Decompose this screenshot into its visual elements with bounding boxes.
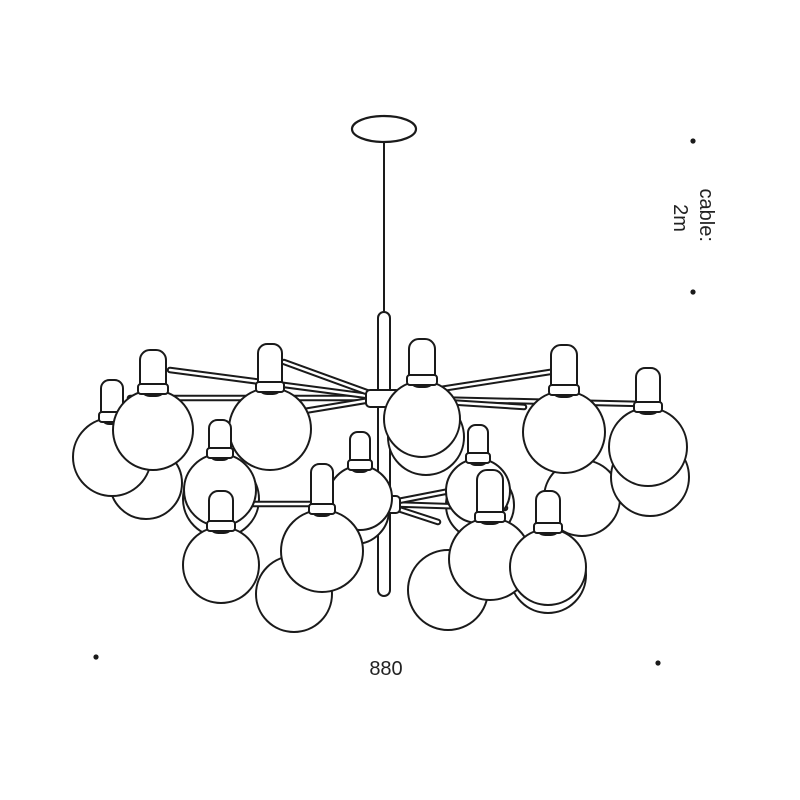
- cable-dimension-bottom-marker: [690, 289, 696, 295]
- socket-collar: [465, 452, 491, 464]
- lamp-socket: [476, 469, 504, 525]
- lamp: [280, 463, 364, 593]
- cable-dimension-top-marker: [690, 138, 696, 144]
- central-stem: [377, 311, 391, 597]
- socket-collar: [137, 383, 169, 395]
- ceiling-canopy: [350, 114, 418, 144]
- globe-bulb: [182, 526, 260, 604]
- globe-bulb: [608, 407, 688, 487]
- socket-collar: [633, 401, 663, 413]
- socket-collar: [548, 384, 580, 396]
- globe-bulb: [228, 387, 312, 471]
- lamp: [383, 338, 461, 458]
- globe-bulb: [509, 528, 587, 606]
- globe-bulb: [280, 509, 364, 593]
- socket-collar: [255, 381, 285, 393]
- socket-collar: [474, 511, 506, 523]
- lamp: [228, 343, 312, 471]
- lamp: [448, 469, 532, 601]
- socket-collar: [406, 374, 438, 386]
- cable-label-line1: cable:: [695, 189, 717, 242]
- front-lamps: [72, 338, 688, 606]
- cable-label-line2: 2m: [669, 204, 691, 232]
- width-dimension-left-marker: [93, 654, 99, 660]
- lamp: [522, 344, 606, 474]
- lamp: [327, 431, 393, 531]
- globe-bulb: [383, 380, 461, 458]
- width-dimension-label: 880: [369, 658, 402, 680]
- socket-collar: [533, 522, 563, 534]
- lamp: [112, 349, 194, 471]
- socket-collar: [206, 447, 234, 459]
- lamp: [182, 490, 260, 604]
- cable-dimension-label: cable: 2m: [669, 189, 717, 248]
- globe-bulb: [522, 390, 606, 474]
- socket-collar: [206, 520, 236, 532]
- lamp: [509, 490, 587, 606]
- globe-bulb: [112, 389, 194, 471]
- socket-collar: [308, 503, 336, 515]
- socket-collar: [347, 459, 373, 471]
- lamp: [608, 367, 688, 487]
- width-dimension-right-marker: [655, 660, 661, 666]
